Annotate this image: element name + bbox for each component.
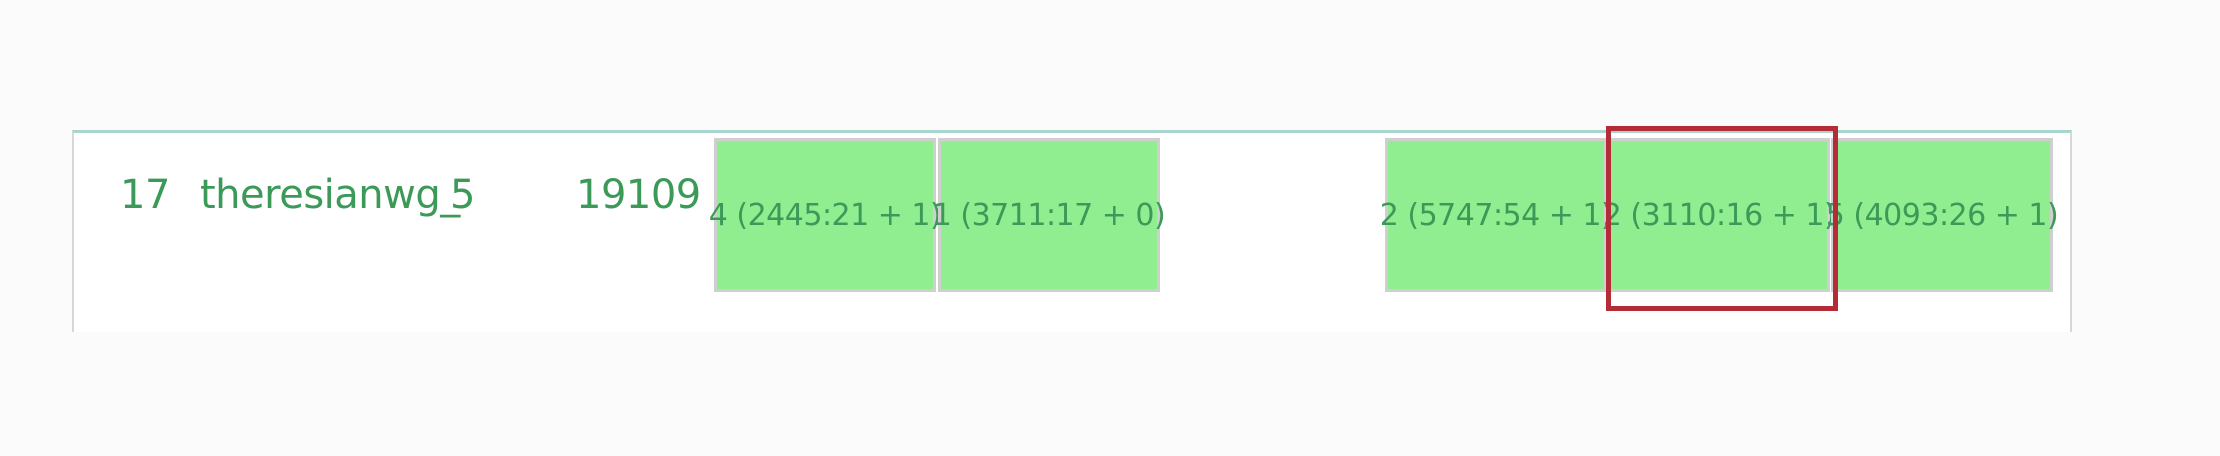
penalty-cell: 19109 [576, 172, 701, 218]
problem-cell-2[interactable]: 1 (3711:17 + 0) [933, 138, 1166, 292]
team-name-cell: theresianwg_ [200, 172, 460, 218]
rank-cell: 17 [120, 172, 170, 218]
problem-cell-5[interactable]: 2 (3110:16 + 1) [1603, 138, 1836, 292]
problem-cell-6[interactable]: 5 (4093:26 + 1) [1826, 138, 2059, 292]
problem-cell-4[interactable]: 2 (5747:54 + 1) [1380, 138, 1613, 292]
scoreboard-row: 17 theresianwg_ 5 19109 4 (2445:21 + 1) … [72, 126, 2072, 332]
problem-cell-1[interactable]: 4 (2445:21 + 1) [709, 138, 942, 292]
solved-count-cell: 5 [450, 172, 475, 218]
